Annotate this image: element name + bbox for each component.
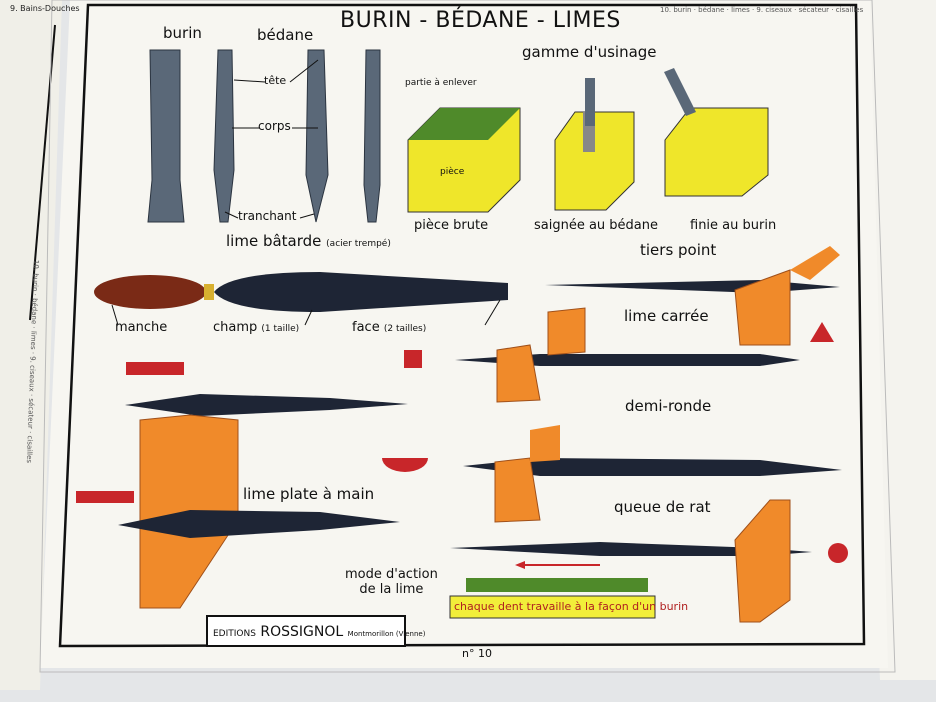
label-queue-de-rat: queue de rat: [614, 498, 711, 516]
publisher: EDITIONS ROSSIGNOL Montmorillon (Vienne): [213, 624, 425, 640]
champ-note: (1 taille): [261, 324, 300, 334]
label-tete: tête: [264, 74, 287, 87]
label-bedane: bédane: [257, 26, 314, 44]
publisher-place: Montmorillon (Vienne): [347, 630, 426, 638]
face-text: face: [352, 320, 380, 335]
label-piece: pièce: [440, 167, 465, 177]
label-tiers-point: tiers point: [640, 241, 717, 259]
note-text: chaque dent travaille à la façon d'un bu…: [454, 600, 689, 613]
publisher-box: [206, 615, 406, 647]
side-strip-top: 10. burin · bédane · limes · 9. ciseaux …: [660, 6, 864, 14]
note-box: [449, 595, 656, 619]
file-blade: [214, 272, 508, 312]
label-burin: burin: [163, 24, 202, 42]
chisels: [147, 49, 381, 223]
finie-block: [664, 68, 769, 197]
label-partie: partie à enlever: [405, 78, 477, 88]
mode-action-line2: de la lime: [359, 582, 424, 597]
mode-action-line1: mode d'action: [345, 567, 438, 582]
publisher-name: ROSSIGNOL: [260, 624, 344, 640]
step-1: pièce brute: [414, 218, 489, 233]
poster-title: BURIN - BÉDANE - LIMES: [340, 8, 621, 33]
label-face: face (2 tailles): [352, 320, 426, 335]
poster-border: [58, 3, 866, 648]
label-corps: corps: [258, 119, 291, 133]
champ-text: champ: [213, 320, 258, 335]
saignee-block: [554, 78, 635, 211]
left-poster-label: 9. Bains-Douches: [10, 4, 80, 13]
face-note: (2 tailles): [383, 324, 427, 334]
piece-brute: [407, 107, 521, 213]
lime-batarde-text: lime bâtarde: [226, 232, 322, 250]
label-demi-ronde: demi-ronde: [625, 397, 712, 415]
handle: [94, 275, 206, 309]
label-lime-plate: lime plate à main: [243, 485, 375, 503]
label-champ: champ (1 taille): [213, 320, 299, 335]
left-poster: [0, 0, 62, 690]
poster-number: n° 10: [462, 647, 492, 660]
label-tranchant: tranchant: [238, 209, 297, 223]
label-gamme: gamme d'usinage: [522, 43, 657, 61]
label-lime-batarde: lime bâtarde (acier trempé): [226, 232, 391, 250]
step-3: finie au burin: [690, 218, 777, 233]
label-manche: manche: [115, 320, 168, 335]
step-2: saignée au bédane: [534, 218, 659, 233]
acier-trempe-text: (acier trempé): [326, 239, 391, 249]
label-lime-carree: lime carrée: [624, 307, 709, 325]
publisher-editions: EDITIONS: [213, 629, 256, 639]
